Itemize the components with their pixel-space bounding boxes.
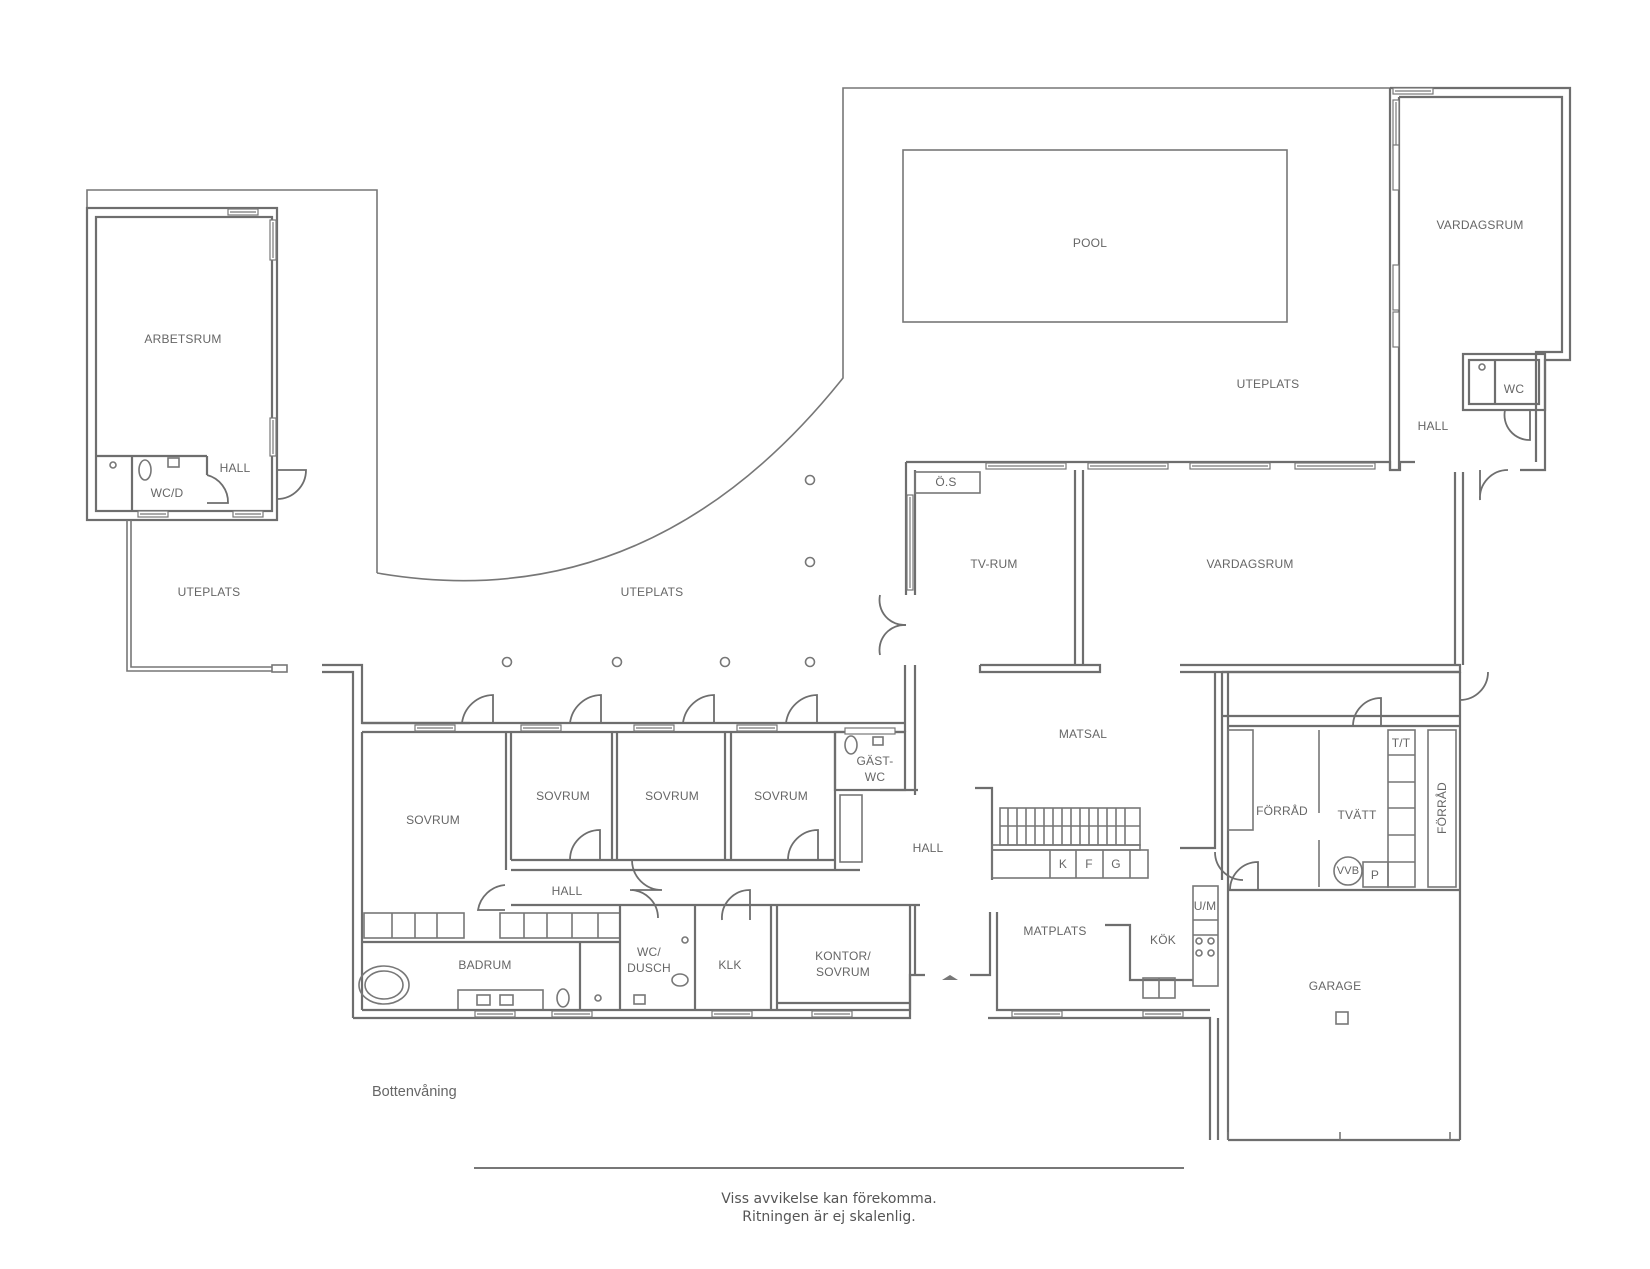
room-label-uteplats-pool: UTEPLATS <box>1236 377 1300 391</box>
room-label-sovrum-2: SOVRUM <box>536 789 590 803</box>
room-label-uteplats-center: UTEPLATS <box>620 585 684 599</box>
room-label-matplats: MATPLATS <box>1023 924 1087 938</box>
room-label-arbetsrum: ARBETSRUM <box>144 332 222 346</box>
room-label-kok: KÖK <box>1150 933 1176 947</box>
room-label-garage: GARAGE <box>1308 979 1362 993</box>
room-label-wc-dusch: WC/ DUSCH <box>627 945 671 975</box>
room-label-matsal: MATSAL <box>1058 727 1108 741</box>
pool <box>902 149 1288 323</box>
room-label-forrad-1: FÖRRÅD <box>1256 804 1308 818</box>
room-label-forrad-2: FÖRRÅD <box>1435 782 1449 834</box>
room-label-g: G <box>1111 857 1121 871</box>
terrace-outline-left <box>126 520 272 672</box>
room-label-tvatt: TVÄTT <box>1337 808 1377 822</box>
room-label-vardagsrum: VARDAGSRUM <box>1206 557 1294 571</box>
room-label-wc-d: WC/D <box>150 486 184 500</box>
room-label-pool: POOL <box>1072 236 1108 250</box>
room-label-sovrum-4: SOVRUM <box>754 789 808 803</box>
floor-name: Bottenvåning <box>372 1084 457 1100</box>
disclaimer: Viss avvikelse kan förekomma. Ritningen … <box>721 1190 937 1226</box>
room-label-p: P <box>1370 868 1380 882</box>
room-label-hall-main: HALL <box>912 841 944 855</box>
room-label-um: U/M <box>1193 899 1217 913</box>
room-label-gast-wc: GÄST- WC <box>856 754 894 784</box>
annex-building <box>85 189 378 573</box>
room-label-hall-bedrooms: HALL <box>551 884 583 898</box>
room-label-uteplats-left: UTEPLATS <box>177 585 241 599</box>
disclaimer-line-2: Ritningen är ej skalenlig. <box>742 1209 916 1225</box>
room-label-hall-upper: HALL <box>1417 419 1449 433</box>
room-label-f: F <box>1085 857 1093 871</box>
room-label-kontor-sovrum: KONTOR/ SOVRUM <box>815 949 871 979</box>
upper-wing <box>1388 86 1572 501</box>
divider-line <box>474 1167 1184 1169</box>
room-label-vvb: VVB <box>1336 865 1360 877</box>
room-label-badrum: BADRUM <box>458 958 512 972</box>
room-label-sovrum-1: SOVRUM <box>406 813 460 827</box>
disclaimer-line-1: Viss avvikelse kan förekomma. <box>721 1191 937 1207</box>
garage-wing <box>1216 670 1489 1142</box>
room-label-hall-annex: HALL <box>219 461 251 475</box>
room-label-sovrum-3: SOVRUM <box>645 789 699 803</box>
terrace-columns <box>501 474 816 668</box>
room-label-os: Ö.S <box>935 475 957 489</box>
room-label-tv-rum: TV-RUM <box>970 557 1018 571</box>
room-label-vardagsrum-upper: VARDAGSRUM <box>1436 218 1524 232</box>
main-house <box>322 460 1465 1140</box>
room-label-wc-upper: WC <box>1503 382 1525 396</box>
room-label-tt: T/T <box>1391 736 1411 750</box>
pool-terrace-outline <box>376 87 1390 582</box>
room-label-k: K <box>1058 857 1068 871</box>
room-label-klk: KLK <box>718 958 742 972</box>
